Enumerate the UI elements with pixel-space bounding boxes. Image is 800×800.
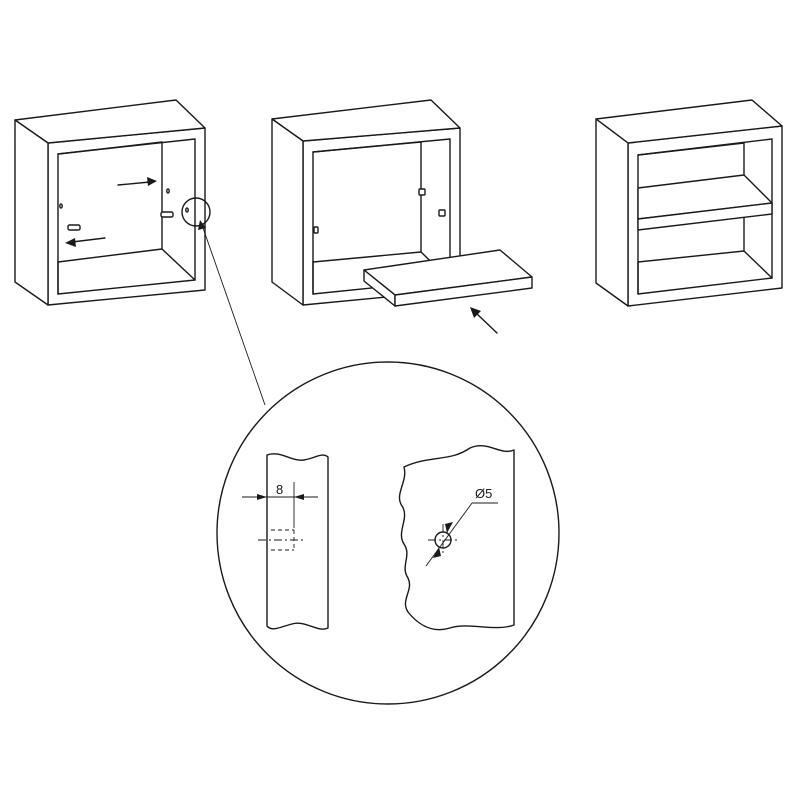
shelf-pin — [67, 224, 81, 231]
panel-section — [266, 453, 329, 630]
pin-hole — [166, 188, 170, 194]
box-2-left-side — [271, 118, 304, 306]
pin-hole — [185, 207, 189, 213]
step-3-assembled-box — [595, 99, 783, 307]
insert-arrow — [71, 237, 106, 243]
step-1-box-with-pins — [14, 99, 211, 306]
step-2-box-with-shelf — [271, 99, 533, 334]
shelf-pin — [160, 211, 174, 218]
diameter-leader — [425, 502, 473, 567]
shelf-pin — [438, 209, 446, 217]
shelf-pin — [313, 226, 319, 234]
panel-face — [398, 445, 515, 631]
box-3-left-side — [595, 118, 629, 307]
hole-diameter-label: Ø5 — [475, 486, 492, 501]
box-2-back-edges — [312, 141, 422, 263]
box-1-left-side — [14, 119, 49, 306]
detail-marker-circle — [181, 197, 211, 227]
slide-arrow — [475, 312, 498, 334]
installed-shelf-front — [637, 202, 773, 231]
box-1-back-edges — [57, 141, 163, 263]
detail-circle — [216, 361, 560, 705]
pin-hole — [59, 203, 63, 209]
shelf-board-front — [394, 276, 533, 307]
insert-arrow — [117, 181, 151, 186]
drill-depth-label: 8 — [276, 482, 283, 497]
detail-leader-line — [201, 224, 266, 406]
detail-view: 8 Ø5 — [216, 361, 560, 705]
box-1-front — [47, 127, 206, 306]
shelf-pin — [418, 188, 426, 196]
